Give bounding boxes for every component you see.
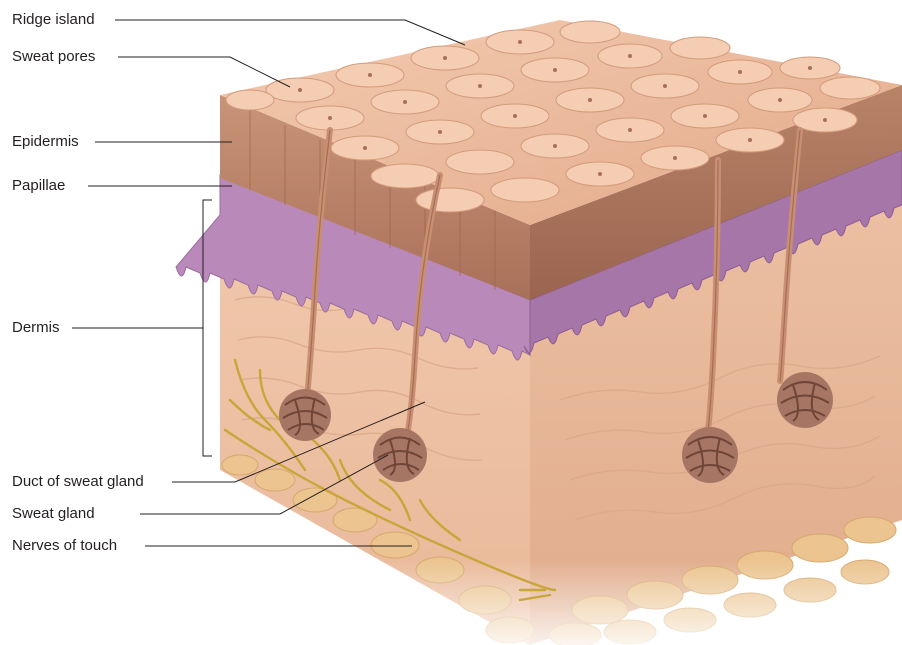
leader-ridge-island [115,20,465,45]
label-nerves-of-touch: Nerves of touch [12,537,117,555]
label-dermis: Dermis [12,319,60,337]
label-duct-of-sweat-gland: Duct of sweat gland [12,473,144,491]
label-sweat-pores: Sweat pores [12,48,95,66]
sweat-gland-2 [373,428,427,482]
sweat-gland-4 [777,372,833,428]
sweat-gland-3 [682,427,738,483]
label-epidermis: Epidermis [12,133,79,151]
label-sweat-gland: Sweat gland [12,505,95,523]
sweat-gland-1 [279,389,331,441]
label-ridge-island: Ridge island [12,11,95,29]
label-papillae: Papillae [12,177,65,195]
leader-sweat-pores [118,57,290,87]
